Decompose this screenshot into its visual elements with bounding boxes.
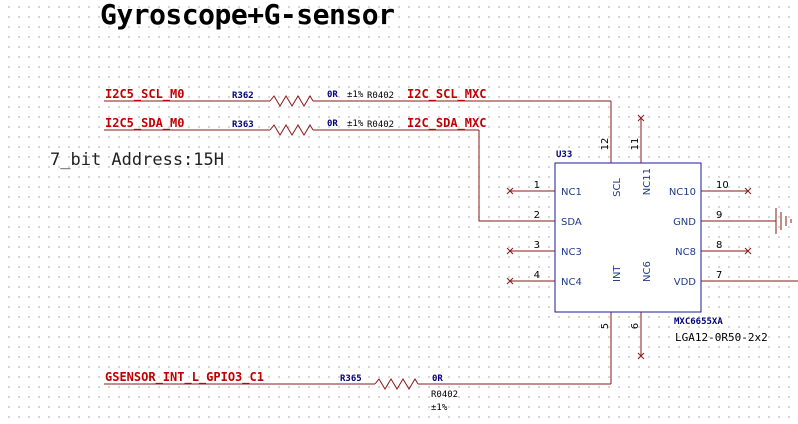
r363-package: R0402 xyxy=(367,120,394,130)
r362-ref: R362 xyxy=(232,91,254,101)
r362-tolerance: ±1% xyxy=(347,90,364,100)
pin11-number: 11 xyxy=(630,138,641,151)
net-label-i2c-sda-mxc: I2C_SDA_MXC xyxy=(407,116,486,131)
ground-symbol xyxy=(775,208,792,234)
r365-ref: R365 xyxy=(340,374,362,384)
pin10-nc-marker xyxy=(744,187,752,195)
pin4-number: 4 xyxy=(534,270,540,281)
pin11-nc-marker xyxy=(637,114,645,122)
pin8-nc-marker xyxy=(744,247,752,255)
resistor-r362-symbol xyxy=(269,95,314,107)
chip-ref: U33 xyxy=(556,150,572,160)
pin4-nc-marker xyxy=(506,277,514,285)
chip-package: LGA12-0R50-2x2 xyxy=(675,331,768,344)
r362-package: R0402 xyxy=(367,91,394,101)
chip-u33-body[interactable] xyxy=(554,162,702,313)
pin8-name: NC8 xyxy=(675,247,696,258)
pin4-name: NC4 xyxy=(561,277,582,288)
pin8-number: 8 xyxy=(716,240,722,251)
int-net[interactable] xyxy=(104,312,612,390)
pin12-number: 12 xyxy=(600,138,611,151)
resistor-r363-symbol xyxy=(269,124,314,136)
r363-value: 0R xyxy=(327,119,338,129)
pin7-number: 7 xyxy=(716,270,722,281)
pin5-name: INT xyxy=(612,265,623,282)
pin9-name: GND xyxy=(673,217,696,228)
scl-net[interactable] xyxy=(104,95,612,163)
pin9-number: 9 xyxy=(716,210,722,221)
r363-ref: R363 xyxy=(232,120,254,130)
sda-net[interactable] xyxy=(104,124,555,222)
pin3-name: NC3 xyxy=(561,247,582,258)
i2c-address-note: 7_bit Address:15H xyxy=(50,150,224,170)
chip-part-number: MXC6655XA xyxy=(674,317,723,327)
pin7-name: VDD xyxy=(674,277,697,288)
r365-package: R0402 xyxy=(431,390,458,400)
pin6-number: 6 xyxy=(630,323,641,329)
r362-value: 0R xyxy=(327,90,338,100)
pin1-name: NC1 xyxy=(561,187,582,198)
pin5-number: 5 xyxy=(600,323,611,329)
pin1-nc-marker xyxy=(506,187,514,195)
pin1-number: 1 xyxy=(534,180,540,191)
pin10-name: NC10 xyxy=(669,187,696,198)
pin6-name: NC6 xyxy=(642,261,653,282)
pin12-name: SCL xyxy=(612,178,623,197)
schematic-title: Gyroscope+G-sensor xyxy=(100,0,395,31)
resistor-r365-symbol xyxy=(374,378,419,390)
r365-tolerance: ±1% xyxy=(431,403,448,413)
net-label-i2c5-sda-m0: I2C5_SDA_M0 xyxy=(105,116,184,131)
r363-tolerance: ±1% xyxy=(347,119,364,129)
pin2-name: SDA xyxy=(561,217,582,228)
pin10-number: 10 xyxy=(716,180,729,191)
pin3-nc-marker xyxy=(506,247,514,255)
pin6-nc-marker xyxy=(637,352,645,360)
pin2-number: 2 xyxy=(534,210,540,221)
net-label-gsensor-int: GSENSOR_INT_L_GPIO3_C1 xyxy=(105,370,264,385)
r365-value: 0R xyxy=(432,374,443,384)
pin11-name: NC11 xyxy=(642,168,653,195)
net-label-i2c-scl-mxc: I2C_SCL_MXC xyxy=(407,87,486,102)
pin3-number: 3 xyxy=(534,240,540,251)
net-label-i2c5-scl-m0: I2C5_SCL_M0 xyxy=(105,87,184,102)
